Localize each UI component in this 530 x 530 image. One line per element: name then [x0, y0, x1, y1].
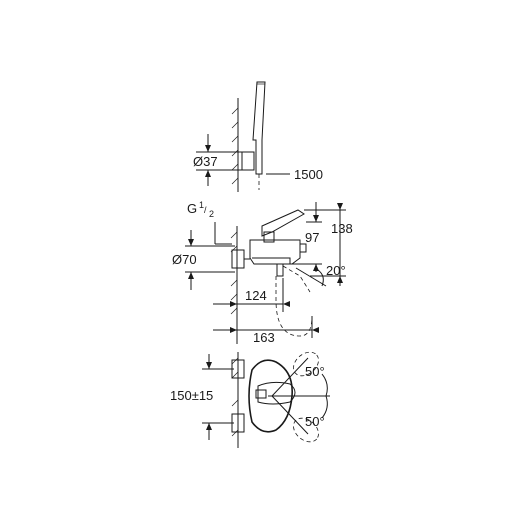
angle-20-label: 20°	[326, 263, 346, 278]
wall-hatch-upper	[231, 107, 239, 185]
thread-g-label: G	[187, 201, 197, 216]
swing-outline	[275, 276, 313, 337]
height-97-label: 97	[305, 230, 319, 245]
mixer-side-view: G 1 / 2 Ø70 97 138 20°	[172, 200, 353, 345]
centers-150-label: 150±15	[170, 388, 213, 403]
shower-holder	[241, 151, 255, 171]
diameter-70-label: Ø70	[172, 252, 197, 267]
wall-hatch-middle	[230, 231, 238, 315]
mixer-front-view: 50° 50° 150±15	[170, 351, 330, 448]
angle-50-bottom-label: 50°	[305, 414, 325, 429]
hand-shower-view: Ø37 1500	[193, 81, 323, 192]
depth-163-label: 163	[253, 330, 275, 345]
depth-124-label: 124	[245, 288, 267, 303]
wall-hatch-lower	[231, 357, 239, 437]
mixer-lever-front	[257, 381, 296, 405]
wall-escutcheon	[231, 249, 245, 269]
diameter-37-label: Ø37	[193, 154, 218, 169]
spout-outlet	[276, 263, 284, 277]
thread-numerator: 1	[199, 200, 204, 210]
mixer-body	[249, 239, 301, 265]
length-1500-label: 1500	[294, 167, 323, 182]
thread-slash: /	[204, 205, 207, 215]
height-138-label: 138	[331, 221, 353, 236]
angle-50-top-label: 50°	[305, 364, 325, 379]
mixer-lever	[261, 209, 305, 237]
hand-shower	[252, 81, 266, 175]
mixer-body-front	[248, 359, 293, 433]
lever-swing-upper	[293, 351, 319, 377]
thread-denominator: 2	[209, 209, 214, 219]
